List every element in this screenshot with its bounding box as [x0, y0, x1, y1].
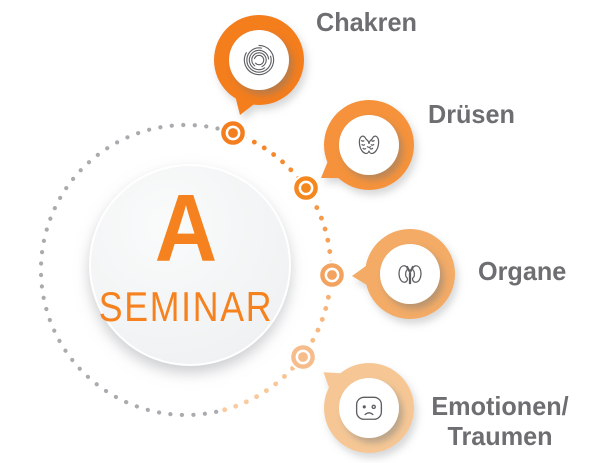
connector-dot-chakren — [219, 119, 247, 147]
connector-dot-emotionen — [289, 343, 317, 371]
spiral-icon — [243, 44, 275, 76]
kidneys-icon — [398, 265, 422, 285]
seminar-word: SEMINAR — [98, 283, 274, 330]
connector-dot-chakren-core — [228, 128, 238, 138]
label-chakren: Chakren — [316, 7, 417, 37]
label-druesen: Drüsen — [428, 99, 515, 129]
label-emotionen: Emotionen/ Traumen — [403, 391, 597, 451]
dotted-ring-orange-arc — [213, 130, 334, 415]
label-organe: Organe — [478, 256, 567, 286]
dotted-ring-gray-arc — [38, 122, 236, 418]
connector-dot-organe-core — [327, 270, 337, 280]
seminar-letter: A — [154, 175, 218, 282]
label-emotionen-line2: Traumen — [447, 421, 553, 451]
connector-dot-organe-ring — [320, 263, 344, 287]
medallion-druesen — [339, 115, 399, 175]
medallion-emotionen — [339, 378, 399, 438]
seminar-circle — [89, 164, 291, 366]
connector-dot-emotionen-core — [298, 352, 308, 362]
sad-face-icon — [355, 396, 383, 420]
medallion-chakren — [229, 30, 289, 90]
label-emotionen-line1: Emotionen/ — [431, 391, 569, 421]
connector-dot-druesen — [292, 174, 320, 202]
connector-dot-druesen-ring — [294, 176, 318, 200]
connector-dot-druesen-core — [301, 183, 311, 193]
connector-dot-organe — [318, 261, 346, 289]
thyroid-icon — [358, 135, 380, 155]
connector-dot-chakren-ring — [221, 121, 245, 145]
connector-dot-emotionen-ring — [291, 345, 315, 369]
